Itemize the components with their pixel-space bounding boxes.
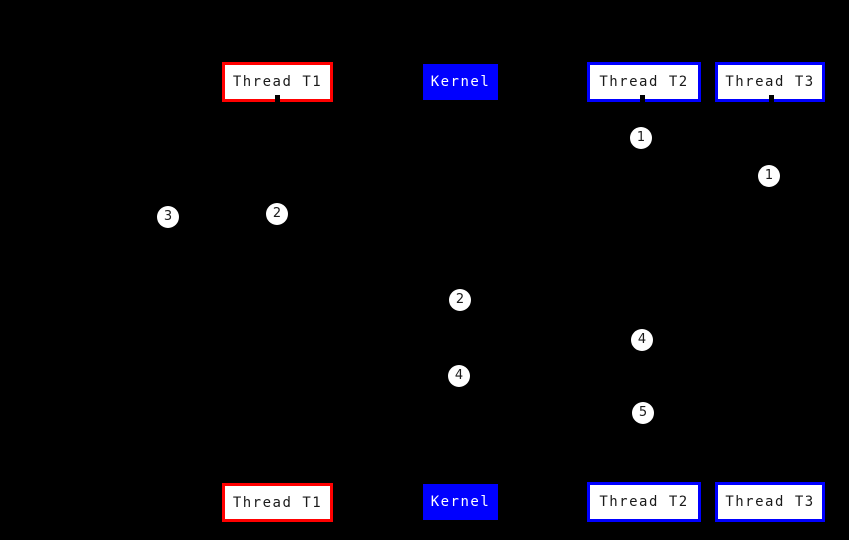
step-marker-4: 4 [631,329,653,351]
lifeline-stub-t2-top [640,95,645,103]
step-marker-1: 1 [758,165,780,187]
step-marker-2: 2 [266,203,288,225]
lifeline-stub-t3-top [769,95,774,103]
lifeline-stub-t1-top [275,95,280,103]
participant-box-thread-t2-bottom: Thread T2 [587,482,701,522]
step-marker-5: 5 [632,402,654,424]
participant-box-kernel-bottom: Kernel [423,484,498,520]
participant-box-thread-t1-bottom: Thread T1 [222,483,333,522]
step-marker-2: 2 [449,289,471,311]
step-marker-3: 3 [157,206,179,228]
step-marker-4: 4 [448,365,470,387]
step-marker-1: 1 [630,127,652,149]
participant-box-kernel-top: Kernel [423,64,498,100]
participant-box-thread-t3-bottom: Thread T3 [715,482,825,522]
